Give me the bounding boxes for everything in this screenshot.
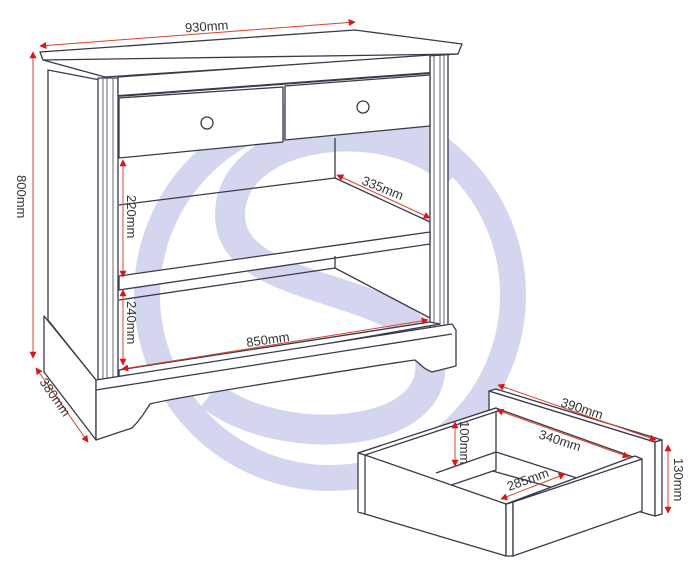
drawer-knob-icon[interactable] <box>200 116 214 130</box>
drawer-left[interactable] <box>118 86 284 159</box>
dim-width-label: 930mm <box>184 17 228 35</box>
drawer-knob-icon[interactable] <box>356 100 370 114</box>
front-right-pillar <box>429 51 449 331</box>
dim-drawer-front-height-label: 130mm <box>671 458 686 501</box>
dim-height-label: 800mm <box>14 175 29 218</box>
dim-internal-width-label: 850mm <box>245 329 290 350</box>
front-left-pillar <box>97 77 119 384</box>
drawer-right[interactable] <box>284 74 431 141</box>
middle-shelf <box>118 231 431 291</box>
dim-internal-depth-label: 335mm <box>360 173 406 203</box>
dim-lower-shelf-label: 240mm <box>124 301 139 344</box>
dim-drawer-internal-height-label: 100mm <box>457 421 472 464</box>
dim-upper-shelf-label: 220mm <box>124 195 139 238</box>
